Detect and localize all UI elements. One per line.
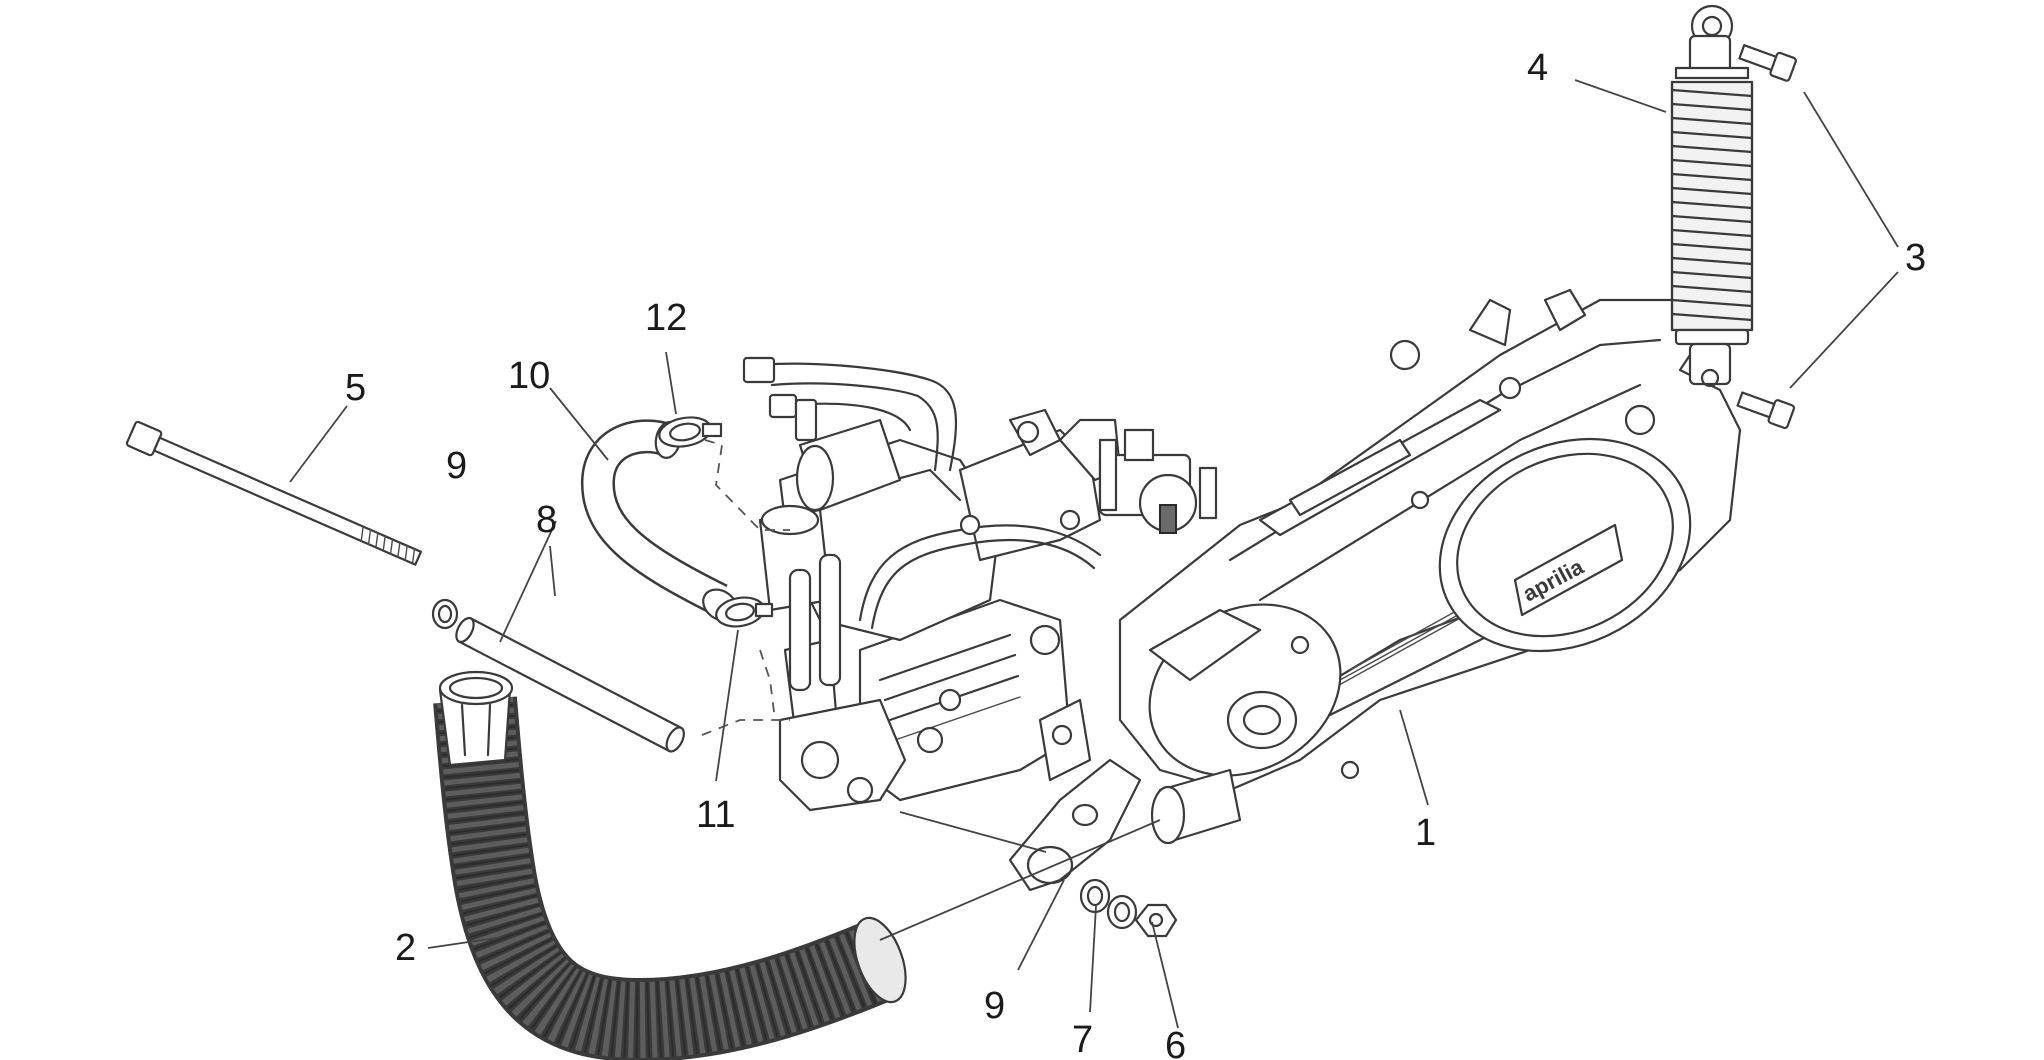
callout-2: 2 [395, 927, 416, 969]
corrugated-air-duct [433, 670, 907, 1060]
callout-1: 1 [1415, 812, 1436, 854]
callout-6: 6 [1165, 1025, 1186, 1060]
engine-pivot-bolt [125, 420, 422, 566]
callout-8: 8 [536, 499, 557, 541]
spacer-tube [455, 616, 685, 753]
rear-shock-absorber [1670, 4, 1797, 430]
shock-spring [1670, 80, 1754, 332]
hose-clamp-upper [658, 416, 723, 448]
callout-9-lower: 9 [984, 985, 1005, 1027]
callout-5: 5 [345, 367, 366, 409]
callout-4: 4 [1527, 47, 1548, 89]
callout-labels: 1 2 3 4 5 6 7 8 9 9 10 11 12 [345, 47, 1926, 1060]
hose-clamp-lower [715, 596, 774, 628]
nut [1134, 903, 1178, 938]
callout-7: 7 [1072, 1019, 1093, 1060]
callout-9-upper: 9 [446, 445, 467, 487]
leader-lines [289, 79, 1899, 1029]
cylinder-head-assembly [742, 356, 1218, 812]
spring-washer [1106, 894, 1138, 930]
engine-assembly: aprilia [1118, 288, 1742, 845]
washer-upper [431, 598, 459, 630]
washer-lower [1079, 878, 1111, 914]
callout-3: 3 [1905, 237, 1926, 279]
callout-11: 11 [696, 794, 735, 836]
callout-12: 12 [645, 297, 687, 339]
shock-mount-bolt-lower [1736, 391, 1796, 430]
callout-10: 10 [508, 355, 550, 397]
shock-mount-bolt-upper [1738, 44, 1797, 82]
engine-mount-bracket [1008, 698, 1142, 892]
